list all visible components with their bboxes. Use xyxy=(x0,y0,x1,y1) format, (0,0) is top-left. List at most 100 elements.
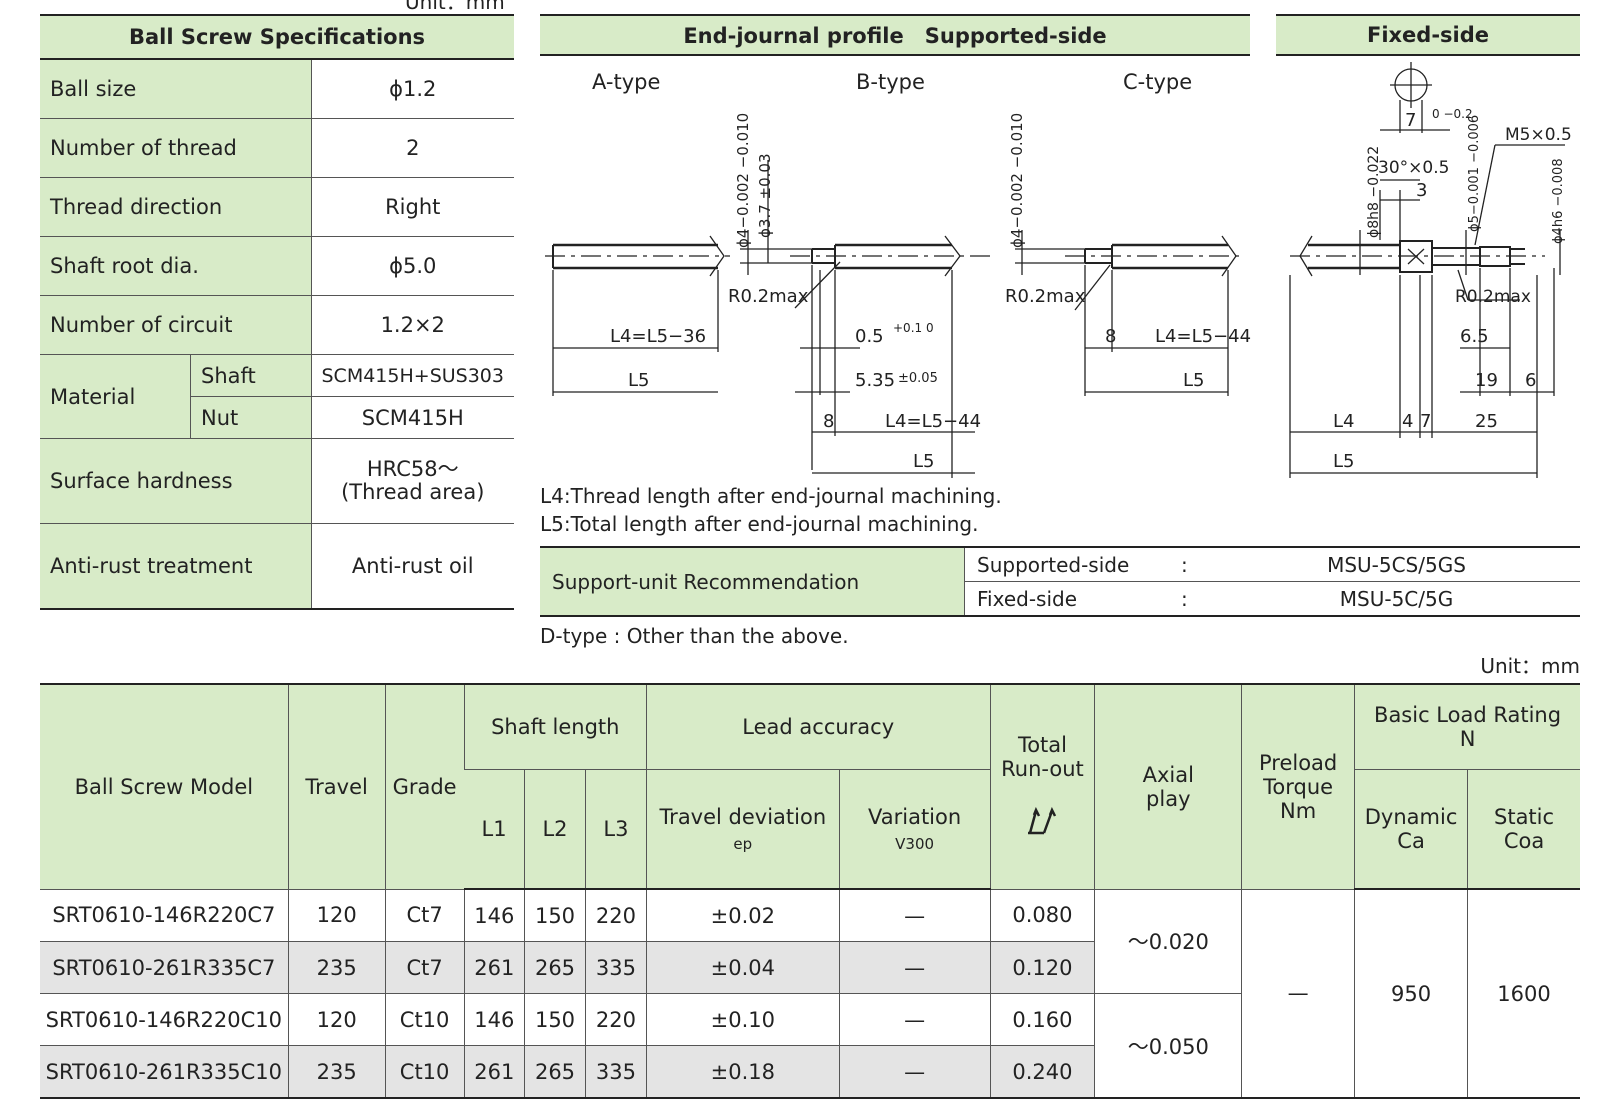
spec-label: Shaft root dia. xyxy=(40,236,312,296)
col-load-rating: Basic Load Rating N xyxy=(1354,683,1580,770)
load-line-2: N xyxy=(1459,726,1476,751)
cell-travel: 235 xyxy=(287,1045,386,1099)
spec-value: ϕ1.2 xyxy=(311,59,514,119)
col-static: Static Coa xyxy=(1467,769,1580,890)
b-type-drawing xyxy=(740,160,990,478)
f-phi8-dim: ϕ8h8 −0.022 xyxy=(1366,146,1382,238)
unit-label-top: Unit：mm xyxy=(405,0,505,14)
b-535-dim: 5.35 xyxy=(855,370,895,391)
col-variation: Variation V300 xyxy=(838,769,991,890)
f-l4-dim: L4 xyxy=(1333,411,1354,432)
cell-axial: ～0.050 xyxy=(1094,993,1242,1099)
col-model: Ball Screw Model xyxy=(40,683,289,890)
a-type-drawing xyxy=(545,235,730,396)
spec-label: Number of thread xyxy=(40,118,312,178)
col-runout: Total Run-out xyxy=(989,683,1095,890)
note-l5: L5:Total length after end-journal machin… xyxy=(540,512,979,536)
cell-l3: 220 xyxy=(584,889,647,942)
cell-preload: — xyxy=(1241,889,1355,1099)
col-shaft-length: Shaft length xyxy=(463,683,647,770)
f-65-dim: 6.5 xyxy=(1460,326,1489,347)
cell-dev: ±0.04 xyxy=(645,941,840,994)
end-journal-drawings: L4=L5−36 L5 R0.2max 0.5 +0.1 0 5.35 ±0.0… xyxy=(545,62,1572,478)
cell-l1: 146 xyxy=(463,993,525,1046)
cell-l2: 150 xyxy=(524,993,586,1046)
cell-l3: 335 xyxy=(584,941,647,994)
spec-sublabel-shaft: Shaft xyxy=(190,354,312,397)
note-dtype: D-type : Other than the above. xyxy=(540,624,849,648)
c-phi4-dim: ϕ4−0.002 −0.010 xyxy=(1008,113,1026,248)
support-fixed-label: Fixed-side xyxy=(964,581,1169,617)
spec-label: Ball size xyxy=(40,59,312,119)
cell-var: — xyxy=(838,941,991,994)
hardness-line-1: HRC58～ xyxy=(366,457,459,481)
f-m5-dim: M5×0.5 xyxy=(1505,125,1572,145)
f-7-tol: 0 −0.2 xyxy=(1432,107,1473,121)
cell-l1: 261 xyxy=(463,941,525,994)
spec-value: 2 xyxy=(311,118,514,178)
cell-travel: 120 xyxy=(287,993,386,1046)
c-type-drawing xyxy=(1015,230,1245,396)
b-l4-dim: L4=L5−44 xyxy=(885,411,981,432)
ball-screw-table: Ball Screw Model Travel Grade Shaft leng… xyxy=(40,683,1580,1099)
spec-label-rust: Anti-rust treatment xyxy=(40,523,312,610)
f-l5-dim: L5 xyxy=(1333,451,1354,472)
cell-static: 1600 xyxy=(1467,889,1580,1099)
cell-dynamic: 950 xyxy=(1354,889,1468,1099)
cell-runout: 0.120 xyxy=(989,941,1095,994)
var-line-1: Variation xyxy=(868,804,962,829)
unit-label-main: Unit：mm xyxy=(1480,654,1580,678)
b-r02-dim: R0.2max xyxy=(728,286,809,307)
spec-value-hardness: HRC58～ (Thread area) xyxy=(311,438,514,524)
stat-line-2: Coa xyxy=(1503,828,1545,853)
cell-l2: 265 xyxy=(524,1045,586,1099)
cell-runout: 0.160 xyxy=(989,993,1095,1046)
spec-value-rust: Anti-rust oil xyxy=(311,523,514,610)
preload-line-1: Preload xyxy=(1258,750,1338,775)
var-line-2: V300 xyxy=(895,834,935,853)
f-6-dim: 6 xyxy=(1525,370,1536,391)
table-row: SRT0610-146R220C10 120 Ct10 146 150 220 … xyxy=(40,993,1580,1099)
b-8-dim: 8 xyxy=(823,411,834,432)
cell-axial: ～0.020 xyxy=(1094,889,1242,994)
support-colon: : xyxy=(1169,581,1213,617)
support-supported-value: MSU-5CS/5GS xyxy=(1213,546,1580,582)
col-preload: Preload Torque Nm xyxy=(1241,683,1355,890)
spec-sublabel-nut: Nut xyxy=(190,396,312,439)
preload-line-2: Torque xyxy=(1263,774,1334,799)
spec-value: ϕ5.0 xyxy=(311,236,514,296)
support-supported-label: Supported-side xyxy=(964,546,1169,582)
col-travel: Travel xyxy=(287,683,386,890)
cell-var: — xyxy=(838,889,991,942)
spec-label: Number of circuit xyxy=(40,295,312,355)
f-3-dim: 3 xyxy=(1416,180,1427,201)
cell-dev: ±0.02 xyxy=(645,889,840,942)
f-25-dim: 25 xyxy=(1475,411,1498,432)
cell-travel: 120 xyxy=(287,889,386,942)
runout-symbol-icon xyxy=(995,806,1091,841)
cell-dev: ±0.18 xyxy=(645,1045,840,1099)
preload-line-3: Nm xyxy=(1280,798,1317,823)
spec-value-shaft: SCM415H+SUS303 xyxy=(311,354,514,397)
cell-grade: Ct7 xyxy=(384,941,465,994)
axial-line-1: Axial xyxy=(1142,762,1194,787)
c-l4-dim: L4=L5−44 xyxy=(1155,326,1251,347)
cell-var: — xyxy=(838,1045,991,1099)
cell-model: SRT0610-146R220C10 xyxy=(40,993,289,1046)
cell-var: — xyxy=(838,993,991,1046)
f-phi4-dim: ϕ4h6 −0.008 xyxy=(1551,158,1566,244)
fixed-side-header: Fixed-side xyxy=(1276,14,1580,56)
cell-model: SRT0610-261R335C7 xyxy=(40,941,289,994)
dyn-line-1: Dynamic xyxy=(1364,804,1458,829)
cell-travel: 235 xyxy=(287,941,386,994)
spec-value-nut: SCM415H xyxy=(311,396,514,439)
spec-value: 1.2×2 xyxy=(311,295,514,355)
a-l4-dim: L4=L5−36 xyxy=(610,326,706,347)
spec-label: Thread direction xyxy=(40,177,312,237)
stat-line-1: Static xyxy=(1494,804,1555,829)
f-19-dim: 19 xyxy=(1475,370,1498,391)
f-r02-dim: R0.2max xyxy=(1455,287,1531,307)
f-30-dim: 30°×0.5 xyxy=(1378,158,1449,178)
cell-grade: Ct10 xyxy=(384,1045,465,1099)
